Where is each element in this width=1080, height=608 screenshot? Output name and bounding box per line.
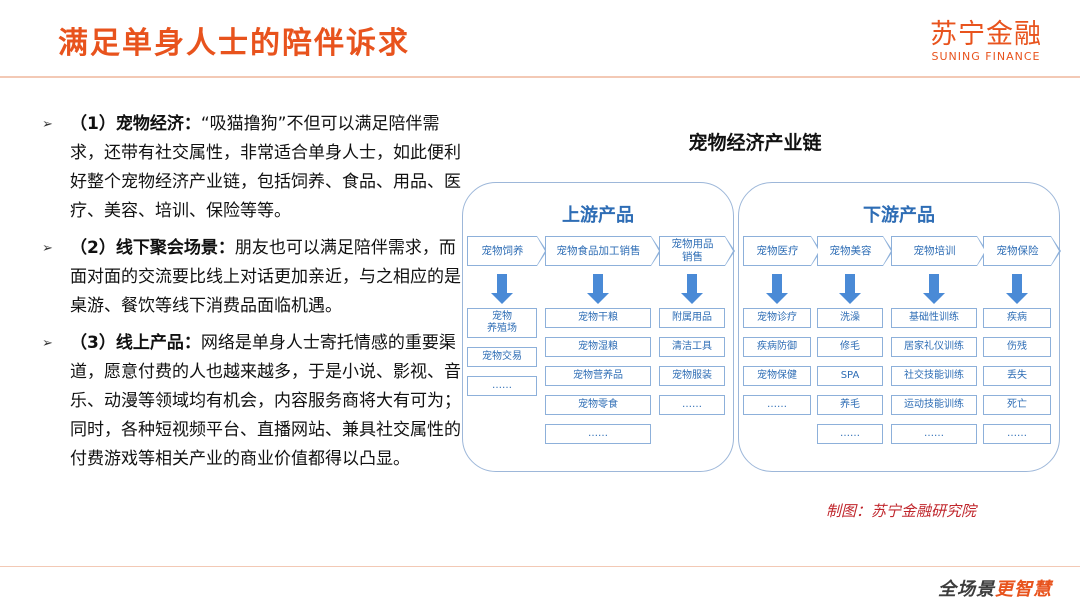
chain-item: …… [467, 376, 537, 396]
chain-item: 修毛 [817, 337, 883, 357]
page-title: 满足单身人士的陪伴诉求 [58, 26, 410, 61]
chain-item: 宠物交易 [467, 347, 537, 367]
chain-item: …… [983, 424, 1051, 444]
upstream-column: 宠物用品 销售附属用品清洁工具宠物服装 …… [659, 236, 735, 424]
chain-item: 居家礼仪训练 [891, 337, 977, 357]
bullet-text: 网络是单身人士寄托情感的重要渠道，愿意付费的人也越来越多，于是小说、影视、音乐、… [70, 333, 461, 469]
chain-item: 疾病防御 [743, 337, 811, 357]
chain-item: 基础性训练 [891, 308, 977, 328]
down-arrow-icon [1006, 274, 1028, 304]
footer-divider [0, 566, 1080, 567]
chain-item: 伤残 [983, 337, 1051, 357]
chain-item: 宠物干粮 [545, 308, 651, 328]
upstream-panel: 上游产品 宠物饲养宠物 养殖场宠物交易……宠物食品加工销售宠物干粮宠物湿粮宠物营… [462, 182, 735, 472]
downstream-column: 宠物培训基础性训练居家礼仪训练社交技能训练运动技能训练 …… [891, 236, 987, 453]
down-arrow-icon [923, 274, 945, 304]
chain-item: 运动技能训练 [891, 395, 977, 415]
chain-item: …… [817, 424, 883, 444]
footer-slogan: 全场景更智慧 [938, 579, 1052, 600]
downstream-column: 宠物医疗宠物诊疗疾病防御宠物保健 …… [743, 236, 821, 424]
down-arrow-icon [681, 274, 703, 304]
category-head: 宠物饲养 [467, 236, 547, 266]
bullet-label: （1）宠物经济： [70, 114, 201, 134]
category-head: 宠物用品 销售 [659, 236, 735, 266]
upstream-title: 上游产品 [562, 205, 634, 226]
downstream-column: 宠物保险疾病伤残丢失死亡 …… [983, 236, 1061, 453]
category-head: 宠物美容 [817, 236, 893, 266]
chain-item: SPA [817, 366, 883, 386]
upstream-column: 宠物饲养宠物 养殖场宠物交易 …… [467, 236, 547, 405]
chain-item: 宠物营养品 [545, 366, 651, 386]
chain-item: 宠物服装 [659, 366, 725, 386]
chain-item: 宠物诊疗 [743, 308, 811, 328]
chain-item: 死亡 [983, 395, 1051, 415]
category-head: 宠物医疗 [743, 236, 821, 266]
bullet-pet-economy: ➢ （1）宠物经济：“吸猫撸狗”不但可以满足陪伴需求，还带有社交属性，非常适合单… [28, 110, 468, 226]
bullet-offline-gathering: ➢ （2）线下聚会场景：朋友也可以满足陪伴需求，而面对面的交流要比线上对话更加亲… [28, 234, 468, 321]
chain-item: 宠物湿粮 [545, 337, 651, 357]
arrow-bullet-icon: ➢ [42, 336, 53, 351]
chain-item: 宠物保健 [743, 366, 811, 386]
bullet-label: （2）线下聚会场景： [70, 238, 235, 258]
arrow-bullet-icon: ➢ [42, 241, 53, 256]
logo-cn: 苏宁金融 [930, 19, 1042, 50]
down-arrow-icon [839, 274, 861, 304]
chain-item: …… [891, 424, 977, 444]
logo-en: SUNING FINANCE [931, 50, 1041, 63]
category-head: 宠物食品加工销售 [545, 236, 661, 266]
bullet-list: ➢ （1）宠物经济：“吸猫撸狗”不但可以满足陪伴需求，还带有社交属性，非常适合单… [28, 110, 468, 482]
bullet-label: （3）线上产品： [70, 333, 201, 353]
category-head: 宠物培训 [891, 236, 987, 266]
down-arrow-icon [491, 274, 513, 304]
chain-item: 宠物 养殖场 [467, 308, 537, 338]
chain-item: …… [743, 395, 811, 415]
diagram-title: 宠物经济产业链 [688, 132, 822, 154]
chain-item: 丢失 [983, 366, 1051, 386]
category-head: 宠物保险 [983, 236, 1061, 266]
downstream-column: 宠物美容洗澡修毛 SPA 养毛 …… [817, 236, 893, 453]
chain-item: 社交技能训练 [891, 366, 977, 386]
downstream-title: 下游产品 [863, 205, 935, 226]
chain-item: …… [545, 424, 651, 444]
chain-item: 养毛 [817, 395, 883, 415]
bullet-text: “吸猫撸狗”不但可以满足陪伴需求，还带有社交属性，非常适合单身人士，如此便利好整… [70, 114, 461, 221]
chain-item: 洗澡 [817, 308, 883, 328]
chart-credit: 制图：苏宁金融研究院 [826, 502, 977, 520]
upstream-column: 宠物食品加工销售宠物干粮宠物湿粮宠物营养品宠物零食 …… [545, 236, 661, 453]
header-divider [0, 76, 1080, 78]
chain-item: 附属用品 [659, 308, 725, 328]
suning-finance-logo: 苏宁金融 SUNING FINANCE [930, 20, 1042, 64]
chain-item: 宠物零食 [545, 395, 651, 415]
bullet-online-products: ➢ （3）线上产品：网络是单身人士寄托情感的重要渠道，愿意付费的人也越来越多，于… [28, 329, 468, 474]
down-arrow-icon [766, 274, 788, 304]
chain-item: 清洁工具 [659, 337, 725, 357]
bullet-text: 朋友也可以满足陪伴需求，而面对面的交流要比线上对话更加亲近，与之相应的是桌游、餐… [70, 238, 461, 316]
chain-item: 疾病 [983, 308, 1051, 328]
chain-item: …… [659, 395, 725, 415]
arrow-bullet-icon: ➢ [42, 117, 53, 132]
down-arrow-icon [587, 274, 609, 304]
